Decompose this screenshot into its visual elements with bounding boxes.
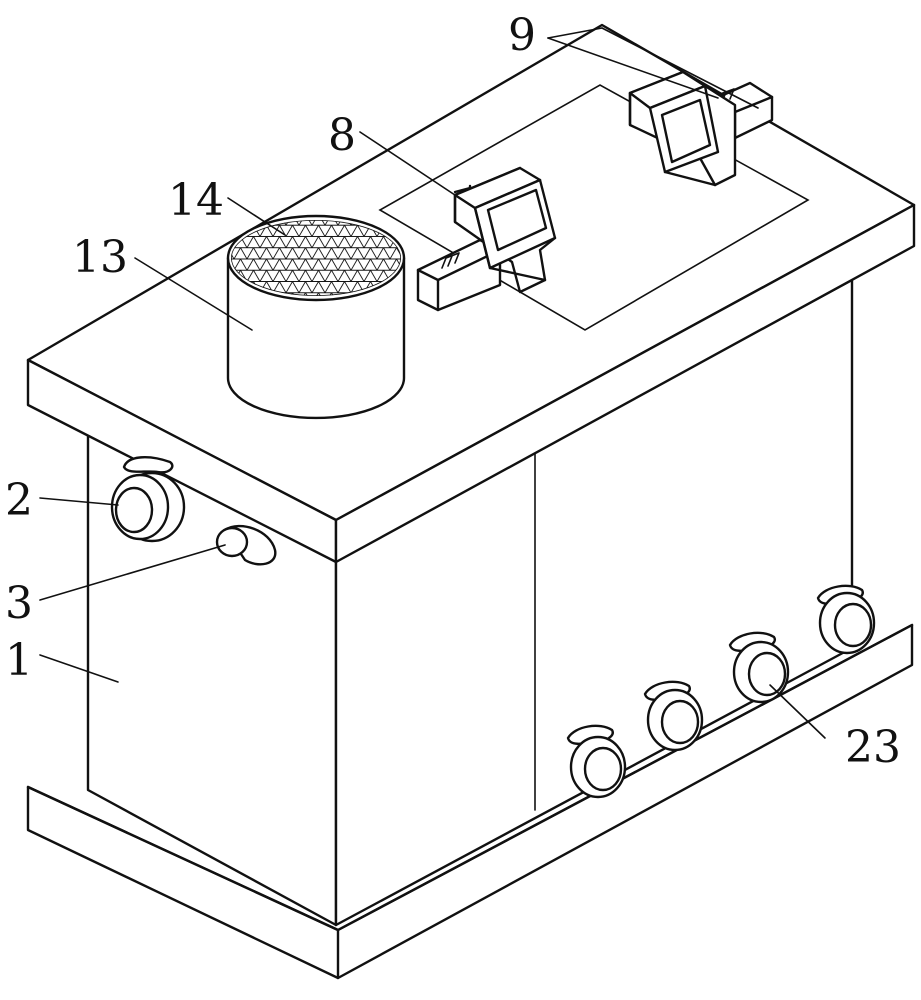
label-3: 3 (5, 578, 33, 629)
label-9: 9 (508, 10, 536, 61)
caster-3 (728, 631, 790, 704)
indicator-3 (215, 524, 277, 566)
bracket-back (628, 70, 774, 187)
label-14: 14 (168, 175, 224, 226)
caster-2 (643, 680, 704, 752)
label-2: 2 (5, 475, 33, 526)
label-13: 13 (72, 232, 128, 283)
top-panel (378, 84, 810, 331)
filter-cylinder (226, 214, 406, 420)
bracket-front (416, 166, 557, 312)
leader-lines (39, 27, 826, 739)
label-1: 1 (5, 635, 33, 686)
caster-4 (816, 584, 876, 655)
label-8: 8 (328, 110, 356, 161)
mesh-screen (231, 220, 401, 296)
caster-1 (566, 724, 627, 799)
label-23: 23 (845, 722, 901, 773)
base-plate (26, 623, 914, 980)
valve-2 (110, 456, 186, 543)
